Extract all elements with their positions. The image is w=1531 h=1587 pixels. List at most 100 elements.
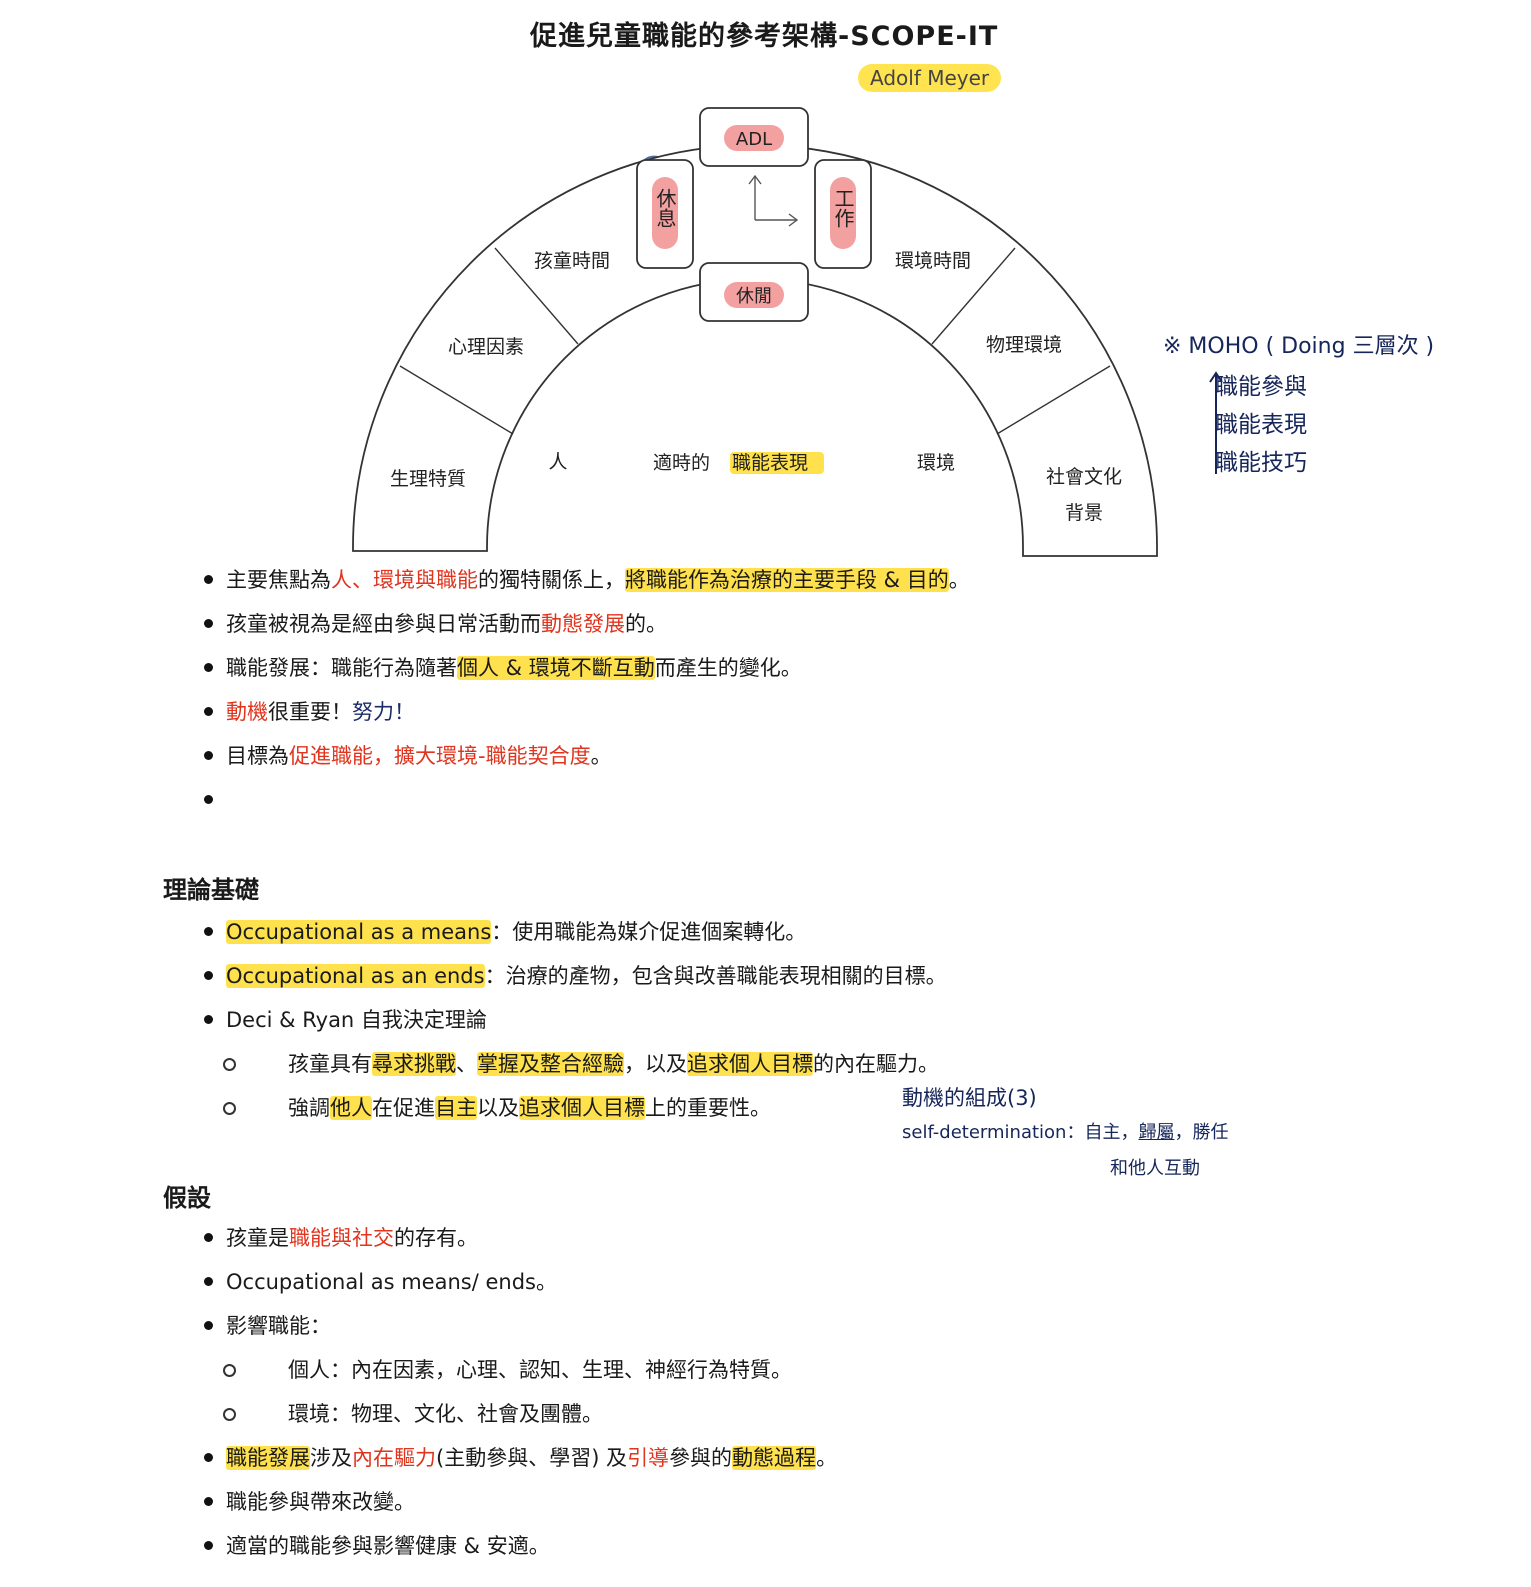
list-item-text: 職能發展：職能行為隨著 bbox=[226, 656, 457, 680]
list-item: 影響職能： bbox=[203, 1304, 837, 1348]
list-item: 職能發展涉及內在驅力(主動參與、學習) 及引導參與的動態過程。 bbox=[203, 1436, 837, 1480]
highlighted-text: 個人 & 環境不斷互動 bbox=[457, 656, 655, 680]
up-arrow-icon bbox=[1209, 371, 1223, 474]
list-item-text: 努力！ bbox=[352, 700, 415, 724]
intro-bullet-list: 主要焦點為人、環境與職能的獨特關係上，將職能作為治療的主要手段 & 目的。孩童被… bbox=[204, 558, 970, 822]
list-item-text: ：使用職能為媒介促進個案轉化。 bbox=[491, 920, 807, 944]
label-child-time: 孩童時間 bbox=[534, 250, 610, 272]
list-item-text: 目標為 bbox=[226, 744, 289, 768]
list-item-text: 影響職能： bbox=[226, 1314, 331, 1338]
motivation-note-suffix: ，勝任 bbox=[1174, 1122, 1229, 1143]
emphasis-text: 職能與社交 bbox=[289, 1226, 394, 1250]
list-item-text: 在促進 bbox=[372, 1096, 435, 1120]
emphasis-text: 動機 bbox=[226, 700, 268, 724]
list-item-text: 以及 bbox=[477, 1096, 519, 1120]
emphasis-text: 人、環境與職能 bbox=[331, 568, 478, 592]
emphasis-text: 促進職能，擴大環境-職能契合度 bbox=[289, 744, 591, 768]
list-item-text: 、 bbox=[456, 1052, 477, 1076]
list-item-text: 而產生的變化。 bbox=[654, 656, 802, 680]
emphasis-text: 內在驅力 bbox=[352, 1446, 436, 1470]
list-item-text: 上的重要性。 bbox=[645, 1096, 771, 1120]
label-environment: 環境 bbox=[917, 452, 955, 474]
list-item-text: Occupational as means/ ends。 bbox=[226, 1270, 557, 1294]
leisure-label: 休閒 bbox=[736, 286, 772, 307]
moho-header: ※ MOHO ( Doing 三層次 ) bbox=[1163, 334, 1435, 359]
list-item: Occupational as a means：使用職能為媒介促進個案轉化。 bbox=[204, 910, 947, 954]
list-item-text: 主要焦點為 bbox=[226, 568, 331, 592]
theory-heading: 理論基礎 bbox=[163, 876, 259, 904]
work-highlight bbox=[830, 177, 856, 249]
highlighted-text: 將職能作為治療的主要手段 & 目的 bbox=[625, 568, 949, 592]
label-physio-traits: 生理特質 bbox=[390, 468, 466, 490]
list-item-text: 職能參與帶來改變。 bbox=[226, 1490, 415, 1514]
highlighted-text: 職能發展 bbox=[226, 1446, 310, 1470]
rest-highlight bbox=[652, 177, 678, 249]
outer-arch bbox=[352, 144, 1158, 557]
sub-list-item: 個人：內在因素，心理、認知、生理、神經行為特質。 bbox=[222, 1348, 837, 1392]
list-item-text: 參與的 bbox=[669, 1446, 733, 1470]
arch-divider bbox=[494, 247, 579, 345]
list-item-text: 孩童被視為是經由參與日常活動而 bbox=[226, 612, 541, 636]
scope-it-arch-diagram: ADL 休息 工作 休閒 孩童時間 心理因素 生理特質 環境時間 物理環境 社會… bbox=[352, 107, 1158, 557]
moho-level-skills: 職能技巧 bbox=[1215, 450, 1307, 476]
label-background: 背景 bbox=[1065, 502, 1103, 524]
moho-level-participation: 職能參與 bbox=[1215, 374, 1307, 400]
list-item: 動機很重要！努力！ bbox=[204, 690, 970, 734]
performance-highlight bbox=[730, 452, 824, 474]
list-item: 適當的職能參與影響健康 & 安適。 bbox=[203, 1524, 837, 1568]
moho-note: ※ MOHO ( Doing 三層次 ) 職能參與 職能表現 職能技巧 bbox=[1163, 328, 1435, 476]
moho-level-performance: 職能表現 bbox=[1215, 412, 1307, 438]
motivation-note-title: 動機的組成(3) bbox=[902, 1086, 1037, 1110]
rest-label: 休息 bbox=[653, 188, 677, 228]
arch-divider bbox=[399, 365, 514, 435]
list-item-text: ，以及 bbox=[624, 1052, 687, 1076]
list-item-text: Deci & Ryan 自我決定理論 bbox=[226, 1008, 487, 1032]
motivation-note-prefix: self-determination：自主， bbox=[902, 1122, 1139, 1143]
emphasis-text: 動態發展 bbox=[541, 612, 625, 636]
list-item-text: 孩童具有 bbox=[288, 1052, 372, 1076]
adl-label: ADL bbox=[736, 129, 772, 150]
list-item-text: 。 bbox=[948, 568, 970, 592]
list-item-text: 很重要！ bbox=[268, 700, 352, 724]
axes-arrow-icon bbox=[748, 174, 799, 227]
list-item-text: 。 bbox=[590, 744, 612, 768]
list-item-text: 孩童是 bbox=[226, 1226, 289, 1250]
adl-highlight bbox=[724, 125, 784, 151]
label-person: 人 bbox=[548, 451, 567, 473]
label-sociocultural: 社會文化 bbox=[1046, 466, 1122, 488]
list-item-text: ：治療的產物，包含與改善職能表現相關的目標。 bbox=[484, 964, 947, 988]
highlighted-text: Occupational as an ends bbox=[226, 964, 485, 988]
theory-bullet-list: Occupational as a means：使用職能為媒介促進個案轉化。Oc… bbox=[204, 910, 947, 1130]
list-item: 目標為促進職能，擴大環境-職能契合度。 bbox=[204, 734, 970, 778]
hypothesis-heading: 假設 bbox=[163, 1184, 211, 1212]
highlighted-text: 尋求挑戰 bbox=[372, 1052, 456, 1076]
highlighted-text: 他人 bbox=[330, 1096, 372, 1120]
list-item bbox=[204, 778, 970, 822]
list-item: Occupational as means/ ends。 bbox=[203, 1260, 837, 1304]
list-item-text: 涉及 bbox=[310, 1446, 352, 1470]
arch-divider bbox=[931, 247, 1016, 345]
label-timely: 適時的 bbox=[653, 452, 710, 474]
highlighted-text: 追求個人目標 bbox=[687, 1052, 813, 1076]
list-item-text: (主動參與、學習) 及 bbox=[436, 1446, 628, 1470]
motivation-note: 動機的組成(3) self-determination：自主，歸屬，勝任 和他人… bbox=[902, 1082, 1228, 1179]
highlighted-text: 掌握及整合經驗 bbox=[477, 1052, 624, 1076]
list-item-text: 的內在驅力。 bbox=[813, 1052, 939, 1076]
emphasis-text: 引導 bbox=[627, 1446, 670, 1470]
list-item: 孩童是職能與社交的存有。 bbox=[203, 1216, 837, 1260]
highlighted-text: 動態過程 bbox=[732, 1446, 817, 1470]
highlighted-text: Occupational as a means bbox=[226, 920, 492, 944]
list-item-text: 的獨特關係上， bbox=[478, 568, 625, 592]
label-physical-env: 物理環境 bbox=[986, 334, 1062, 356]
motivation-note-belonging: 歸屬 bbox=[1138, 1122, 1175, 1143]
highlighted-text: 自主 bbox=[435, 1096, 477, 1120]
motivation-note-interaction: 和他人互動 bbox=[1110, 1158, 1200, 1179]
list-item: Deci & Ryan 自我決定理論 bbox=[204, 998, 947, 1042]
sub-list-item: 孩童具有尋求挑戰、掌握及整合經驗，以及追求個人目標的內在驅力。 bbox=[223, 1042, 947, 1086]
highlighted-text: 追求個人目標 bbox=[519, 1096, 645, 1120]
sub-list-item: 強調他人在促進自主以及追求個人目標上的重要性。 bbox=[223, 1086, 947, 1130]
list-item-text: 環境：物理、文化、社會及團體。 bbox=[288, 1402, 603, 1426]
hypothesis-bullet-list: 孩童是職能與社交的存有。 Occupational as means/ ends。… bbox=[203, 1216, 837, 1568]
list-item: Occupational as an ends：治療的產物，包含與改善職能表現相… bbox=[204, 954, 947, 998]
list-item-text: 個人：內在因素，心理、認知、生理、神經行為特質。 bbox=[288, 1358, 792, 1382]
